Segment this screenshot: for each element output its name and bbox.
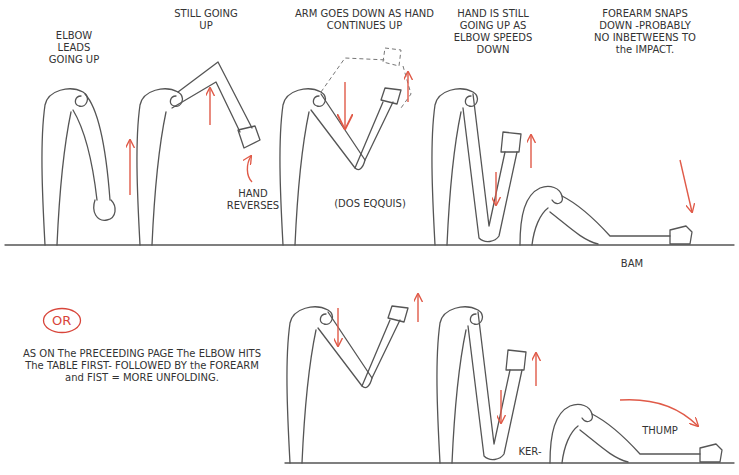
annotation: STILL GOING UP bbox=[172, 8, 240, 32]
annotation: ELBOW LEADS GOING UP bbox=[45, 30, 103, 66]
arm-figure bbox=[432, 89, 531, 245]
annotation: HAND REVERSES bbox=[220, 188, 286, 212]
annotation: BAM bbox=[612, 258, 652, 270]
arm-figure bbox=[550, 400, 722, 463]
arm-figure bbox=[137, 62, 260, 245]
table-line bbox=[5, 244, 734, 245]
table-line bbox=[285, 462, 734, 463]
arm-figure bbox=[520, 160, 692, 245]
annotation: AS ON The PRECEEDING PAGE The ELBOW HITS… bbox=[20, 348, 264, 384]
annotation: FOREARM SNAPS DOWN -PROBABLY NO INBETWEE… bbox=[593, 8, 697, 56]
arm-figure bbox=[280, 48, 411, 245]
arm-figure bbox=[437, 307, 536, 463]
ellipse-outline bbox=[44, 308, 81, 332]
annotation: HAND IS STILL GOING UP AS ELBOW SPEEDS D… bbox=[448, 8, 538, 56]
circled-text: OR bbox=[52, 314, 72, 327]
arm-figure bbox=[287, 294, 418, 463]
annotation: (DOS EQQUIS) bbox=[320, 198, 420, 210]
annotation: ARM GOES DOWN AS HAND CONTINUES UP bbox=[282, 8, 447, 32]
annotation: THUMP bbox=[632, 425, 688, 437]
arm-figure bbox=[42, 89, 130, 245]
circled-word: OR bbox=[42, 307, 82, 334]
annotation: KER- bbox=[512, 446, 548, 458]
